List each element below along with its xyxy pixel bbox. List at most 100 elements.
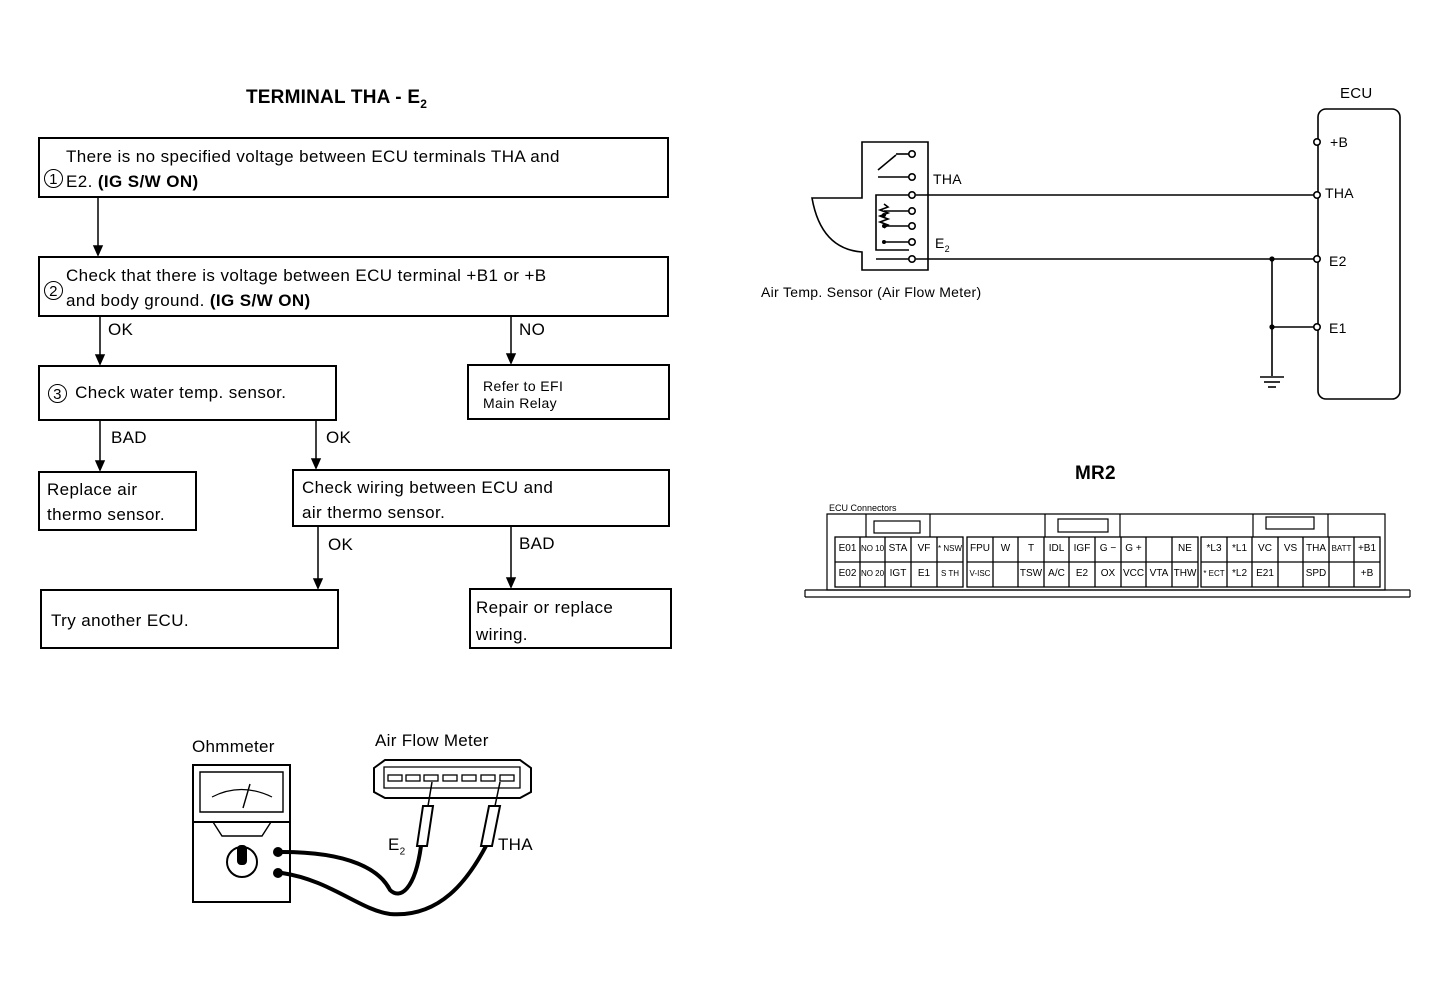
flowchart-title-text: TERMINAL THA - E bbox=[246, 87, 421, 108]
connector-pin-block2-bot-5: OX bbox=[1100, 568, 1116, 579]
probe-e2-handle bbox=[415, 805, 435, 847]
connector-key-3 bbox=[1265, 516, 1315, 530]
ohmmeter-jack-2 bbox=[273, 868, 283, 878]
resistor-tap-2 bbox=[882, 224, 886, 228]
step3-box: 3 Check water temp. sensor. bbox=[38, 365, 337, 421]
sensor-terminal-4 bbox=[907, 207, 916, 216]
connector-pin-block3-top-5: BATT bbox=[1331, 544, 1352, 553]
connector-pin-block3-top-6: +B1 bbox=[1357, 543, 1377, 554]
connector-pin-block2-bot-8: THW bbox=[1173, 568, 1197, 579]
step2-ok-label: OK bbox=[108, 320, 134, 339]
junction-e1 bbox=[1269, 324, 1275, 330]
step3-number: 3 bbox=[48, 384, 67, 404]
flowchart-title-sub: 2 bbox=[420, 96, 428, 111]
ecu-pin-tha: THA bbox=[1325, 185, 1354, 201]
connector-pin-block3-top-4: THA bbox=[1306, 543, 1326, 554]
ecu-pin-dot-e1 bbox=[1313, 322, 1322, 331]
junction-e2 bbox=[1269, 256, 1275, 262]
step2-text2: and body ground. bbox=[66, 291, 205, 310]
ohmmeter-scale bbox=[211, 788, 273, 798]
connector-pin-block1-bot-4: S TH bbox=[940, 569, 960, 578]
arrow-head-2 bbox=[94, 354, 106, 366]
refer-box: Refer to EFI Main Relay bbox=[467, 364, 670, 420]
step3-bad-label: BAD bbox=[111, 428, 147, 447]
repair-box: Repair or replace wiring. bbox=[469, 588, 672, 649]
connector-title: MR2 bbox=[1075, 463, 1116, 484]
connector-pin-block2-bot-7: VTA bbox=[1149, 568, 1169, 579]
connector-pin-block2-top-1: W bbox=[1000, 543, 1011, 554]
connector-pin-block3-bot-4: SPD bbox=[1305, 568, 1327, 579]
connector-pin-block1-top-4: * NSW bbox=[938, 544, 962, 553]
ecu-pin-e1: E1 bbox=[1329, 320, 1347, 336]
ecu-label: ECU bbox=[1340, 85, 1373, 102]
repair-line2: wiring. bbox=[476, 625, 528, 644]
step1-text2: E2. bbox=[66, 172, 93, 191]
connector-pin-block2-top-8: NE bbox=[1178, 543, 1192, 554]
sensor-caption: Air Temp. Sensor (Air Flow Meter) bbox=[761, 284, 982, 300]
connector-pin-block1-top-0: E01 bbox=[838, 543, 857, 554]
connector-pin-block1-top-1: NO 10 bbox=[860, 544, 885, 553]
sensor-body bbox=[811, 141, 929, 271]
arrow-head-3 bbox=[505, 353, 517, 365]
sensor-e2-text: E bbox=[935, 235, 945, 251]
sensor-tha-label: THA bbox=[933, 171, 962, 187]
connector-base bbox=[804, 589, 1411, 598]
repair-line1: Repair or replace bbox=[476, 598, 614, 617]
step2-number: 2 bbox=[44, 280, 63, 300]
ohmmeter-body bbox=[192, 764, 291, 903]
connector-pin-block2-bot-4: E2 bbox=[1075, 568, 1089, 579]
connector-pin-block3-top-0: *L3 bbox=[1206, 543, 1222, 554]
connector-pin-block1-top-2: STA bbox=[888, 543, 908, 554]
wiring-box: Check wiring between ECU and air thermo … bbox=[292, 469, 670, 527]
arrow-head-6 bbox=[312, 578, 324, 590]
arrow-head-4 bbox=[94, 460, 106, 472]
sensor-terminal-1 bbox=[907, 150, 916, 159]
connector-pin-block3-bot-1: *L2 bbox=[1231, 568, 1247, 579]
connector-pin-block2-top-3: IDL bbox=[1048, 543, 1065, 554]
step3-text: Check water temp. sensor. bbox=[75, 383, 287, 402]
connector-pin-block3-top-3: VS bbox=[1283, 543, 1298, 554]
wiring-line2: air thermo sensor. bbox=[302, 503, 446, 522]
connector-pin-block2-top-2: T bbox=[1027, 543, 1035, 554]
connector-pin-block2-top-0: FPU bbox=[970, 543, 990, 554]
connector-pin-block1-bot-2: IGT bbox=[889, 568, 907, 579]
connector-pin-block1-bot-3: E1 bbox=[917, 568, 931, 579]
replace-line2: thermo sensor. bbox=[47, 505, 166, 524]
ohmmeter-jack-1 bbox=[273, 847, 283, 857]
step2-box: 2 Check that there is voltage between EC… bbox=[38, 256, 669, 317]
flowchart-title: TERMINAL THA - E2 bbox=[246, 87, 427, 111]
refer-line1: Refer to EFI bbox=[483, 378, 564, 394]
ohmmeter-label: Ohmmeter bbox=[192, 737, 275, 756]
ecu-pin-dot-plusb bbox=[1313, 138, 1322, 147]
connector-pin-block2-top-4: IGF bbox=[1073, 543, 1091, 554]
afm-label: Air Flow Meter bbox=[375, 731, 489, 750]
sensor-terminal-6 bbox=[907, 238, 916, 247]
step2-condition: (IG S/W ON) bbox=[209, 291, 311, 310]
sensor-e2-label: E2 bbox=[935, 235, 950, 254]
ecu-pin-dot-tha bbox=[1313, 191, 1322, 200]
sensor-terminal-7 bbox=[907, 255, 916, 264]
probe-tha-tip bbox=[494, 781, 501, 807]
connector-pin-block2-top-6: G + bbox=[1125, 543, 1142, 554]
ohmmeter-knob bbox=[226, 846, 258, 878]
sensor-terminal-2 bbox=[907, 173, 916, 182]
connector-pin-block3-bot-2: E21 bbox=[1256, 568, 1274, 579]
connector-caption: ECU Connectors bbox=[829, 503, 897, 513]
connector-key-1 bbox=[873, 520, 921, 534]
probe-e2-sub: 2 bbox=[399, 846, 406, 858]
try-ecu-box: Try another ECU. bbox=[40, 589, 339, 649]
resistor-tap-3 bbox=[882, 240, 886, 244]
step1-number: 1 bbox=[44, 168, 63, 188]
replace-line1: Replace air bbox=[47, 480, 138, 499]
connector-pin-block2-bot-0: V-ISC bbox=[969, 569, 991, 578]
connector-pin-block3-bot-0: * ECT bbox=[1203, 569, 1225, 578]
ohmmeter-knob-pointer bbox=[237, 845, 247, 865]
step1-box: 1 There is no specified voltage between … bbox=[38, 137, 669, 198]
afm-pins bbox=[387, 774, 515, 782]
sensor-resistor bbox=[877, 203, 891, 229]
lead-tha bbox=[281, 845, 488, 917]
arrow-head-7 bbox=[505, 577, 517, 589]
connector-pin-block2-bot-3: A/C bbox=[1048, 568, 1065, 579]
sensor-terminal-3 bbox=[907, 191, 916, 200]
sensor-internal-wire bbox=[875, 194, 909, 251]
